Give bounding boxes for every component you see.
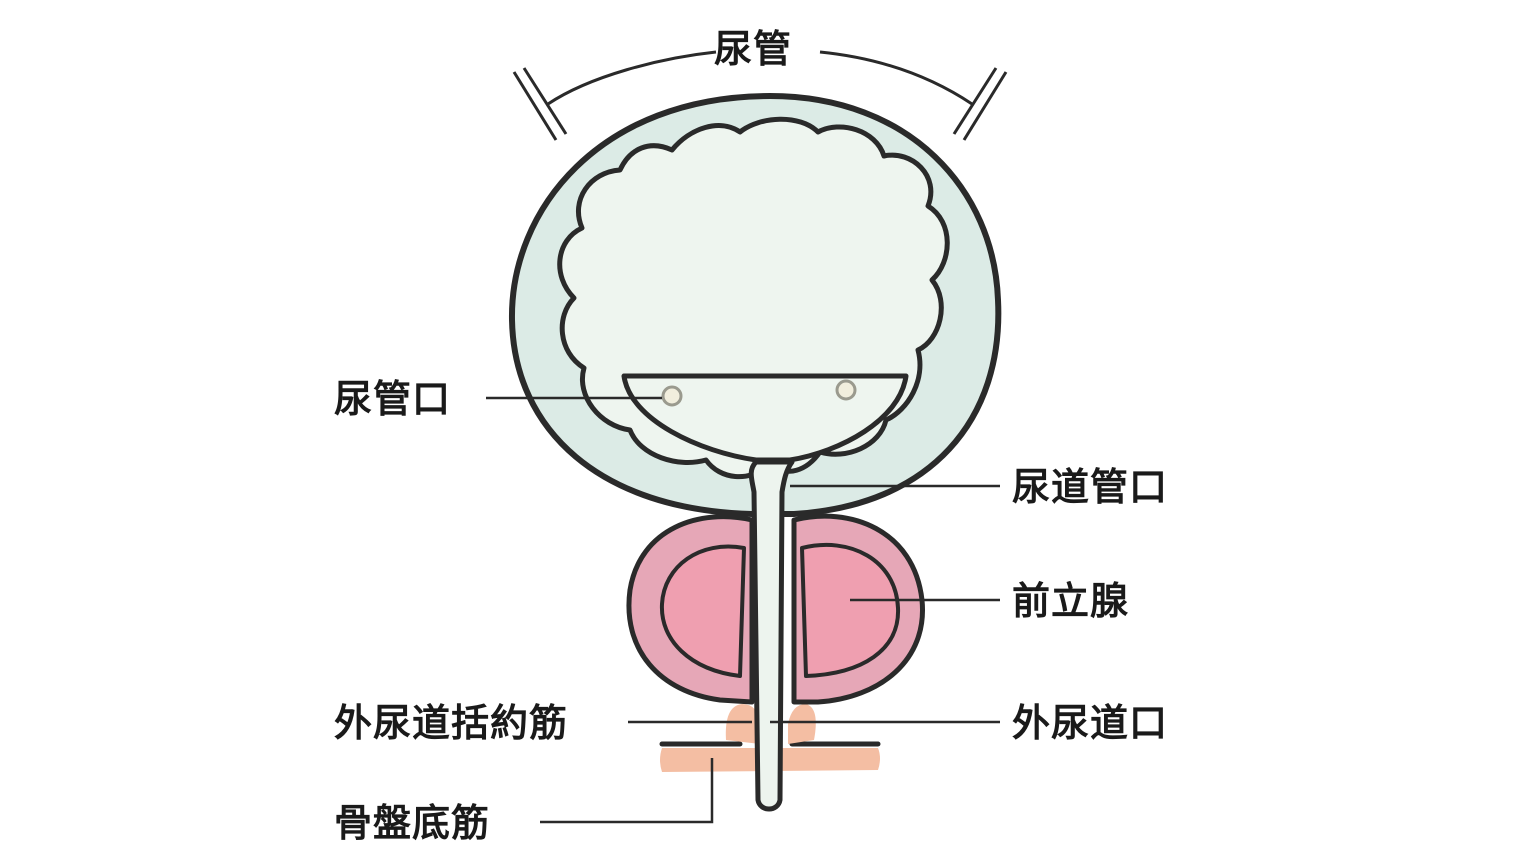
external-urethral-sphincter — [725, 704, 816, 744]
label-ureteral-orifice: 尿管口 — [334, 377, 452, 421]
ureteral-orifices — [661, 379, 857, 407]
leader-lines — [486, 396, 1000, 824]
urethra — [748, 459, 795, 812]
label-external-urethral-sphincter: 外尿道括約筋 — [334, 701, 569, 745]
label-ureter: 尿管 — [714, 27, 793, 71]
ureter-bracket — [547, 50, 717, 106]
label-external-urethral-orifice: 外尿道口 — [1012, 701, 1169, 745]
label-pelvic-floor-muscle: 骨盤底筋 — [334, 801, 491, 845]
label-internal-urethral-orifice: 尿道管口 — [1012, 465, 1169, 509]
label-prostate: 前立腺 — [1012, 579, 1130, 623]
prostate — [626, 513, 925, 705]
